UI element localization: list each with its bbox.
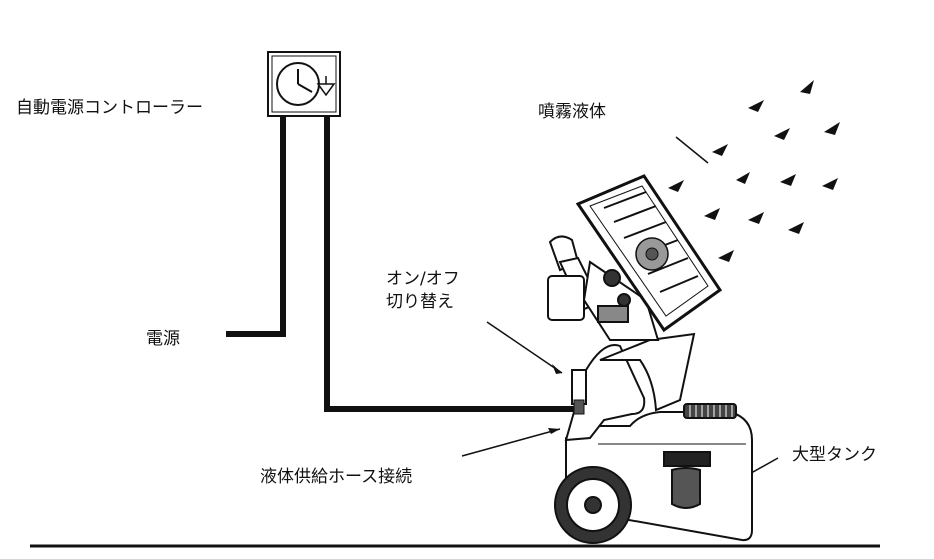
spray-droplet-icon — [668, 80, 840, 262]
timer-clock-icon — [267, 51, 341, 117]
label-tank: 大型タンク — [792, 445, 877, 465]
sprayer-machine — [547, 174, 753, 544]
label-hose: 液体供給ホース接続 — [260, 467, 413, 487]
label-controller: 自動電源コントローラー — [16, 98, 203, 118]
on-off-switch — [571, 369, 587, 405]
control-cable — [324, 116, 582, 412]
spray-callout-line — [675, 136, 709, 164]
label-spray: 噴霧液体 — [538, 102, 606, 122]
label-switch-line2: 切り替え — [386, 292, 454, 312]
hose-callout-line — [461, 428, 561, 457]
label-power: 電源 — [146, 329, 180, 349]
power-cable — [226, 116, 286, 337]
switch-callout-line — [486, 321, 563, 374]
label-switch-line1: オン/オフ — [386, 269, 460, 289]
